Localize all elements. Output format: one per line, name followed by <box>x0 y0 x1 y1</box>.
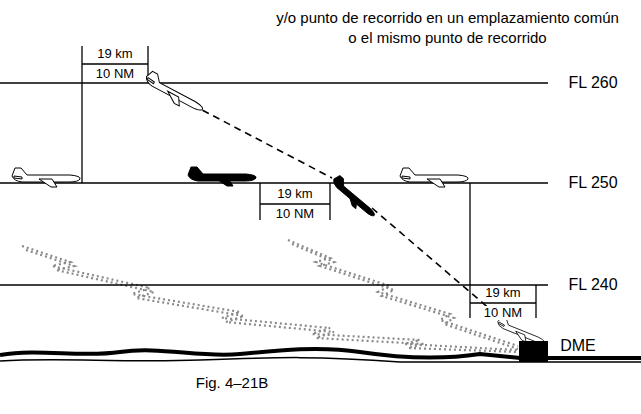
label-text: 19 km <box>483 286 522 301</box>
figure-caption: Fig. 4–21B <box>196 374 269 391</box>
label-text: FL 250 <box>568 174 617 192</box>
label-text: DME <box>560 337 596 355</box>
label-text: y/o punto de recorrido en un emplazamien… <box>275 8 620 49</box>
label-text: 19 km <box>275 187 314 202</box>
dme-station <box>519 341 548 362</box>
label-text: FL 260 <box>568 74 617 92</box>
label-text: FL 240 <box>568 276 617 294</box>
label-text: 10 NM <box>482 306 524 321</box>
dimension-line <box>82 46 536 318</box>
label-text: 10 NM <box>274 207 316 222</box>
aircraft <box>12 70 547 348</box>
dme-signal-track <box>22 240 518 352</box>
label-text: 10 NM <box>94 67 136 82</box>
label-text: 19 km <box>95 47 134 62</box>
